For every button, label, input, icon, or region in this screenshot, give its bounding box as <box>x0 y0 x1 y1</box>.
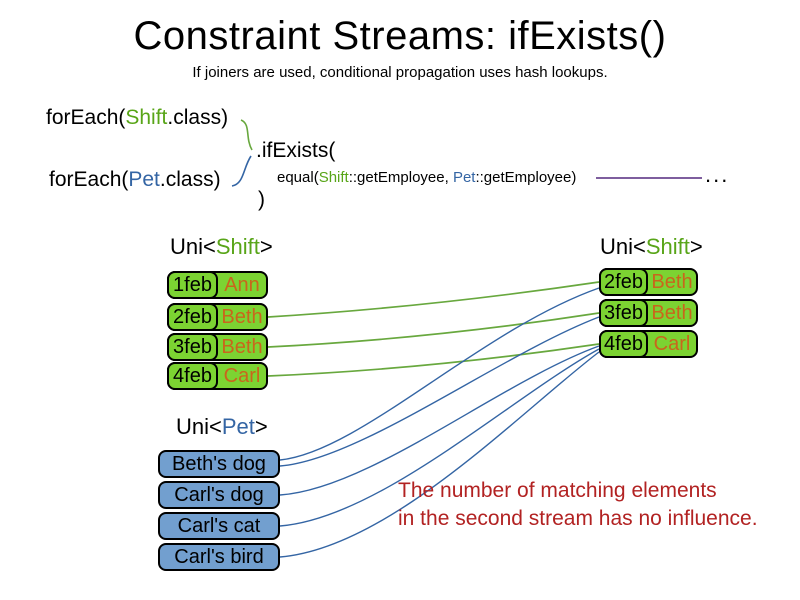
annotation-note: The number of matching elements in the s… <box>398 477 758 533</box>
match-line-4feb <box>267 343 600 377</box>
employee-name: Beth <box>221 335 263 358</box>
header-text: > <box>259 234 273 259</box>
shift-date: 2feb <box>167 303 218 331</box>
shift-type-token: Shift <box>645 234 690 259</box>
code-text: forEach( <box>49 168 129 191</box>
shift-date: 3feb <box>599 299 648 327</box>
employee-name: Beth <box>651 301 693 324</box>
brace-green-curve <box>240 119 253 151</box>
shift-row-2feb-beth: Beth 2feb <box>167 303 268 331</box>
pet-class-token: Pet <box>128 168 160 191</box>
code-text: ::getEmployee) <box>475 169 577 186</box>
shift-date: 4feb <box>167 362 218 390</box>
employee-name: Carl <box>223 364 261 387</box>
header-text: > <box>254 414 268 439</box>
note-line-2: in the second stream has no influence. <box>398 507 758 530</box>
page-subtitle: If joiners are used, conditional propaga… <box>192 64 608 81</box>
code-text: .class) <box>159 168 221 191</box>
pet-row-carls-dog: Carl's dog <box>158 481 280 509</box>
shift-class-token: Shift <box>125 106 168 129</box>
pet-line-bethsdog-3feb <box>279 316 600 467</box>
brace-blue-curve <box>231 155 252 187</box>
pet-line-carlsdog-4feb <box>279 345 600 496</box>
shift-row-3feb-beth: Beth 3feb <box>167 333 268 361</box>
code-text: forEach( <box>46 106 126 129</box>
match-line-2feb <box>267 281 600 318</box>
code-foreach-pet: forEach(Pet.class) <box>49 168 221 192</box>
pet-table-header: Uni<Pet> <box>176 414 268 440</box>
page-title: Constraint Streams: ifExists() <box>133 14 667 58</box>
shift-class-token: Shift <box>318 169 349 186</box>
employee-name: Ann <box>224 273 260 296</box>
code-equal-joiner: equal(Shift::getEmployee, Pet::getEmploy… <box>277 169 576 186</box>
pet-row-carls-bird: Carl's bird <box>158 543 280 571</box>
shift-date: 4feb <box>599 330 648 358</box>
shift-type-token: Shift <box>215 234 260 259</box>
shift-row-4feb-carl: Carl 4feb <box>167 362 268 390</box>
code-ifexists: .ifExists( <box>256 139 336 162</box>
shift-row-3feb-beth: Beth 3feb <box>599 299 698 327</box>
code-foreach-shift: forEach(Shift.class) <box>46 106 228 130</box>
header-text: Uni< <box>170 234 216 259</box>
code-text: .class) <box>167 106 229 129</box>
header-text: > <box>689 234 703 259</box>
pet-row-carls-cat: Carl's cat <box>158 512 280 540</box>
code-text: ::getEmployee, <box>348 169 453 186</box>
employee-name: Beth <box>651 270 693 293</box>
pet-type-token: Pet <box>221 414 255 439</box>
employee-name: Beth <box>221 305 263 328</box>
shift-row-1feb-ann: Ann 1feb <box>167 271 268 299</box>
header-text: Uni< <box>176 414 222 439</box>
shift-date: 3feb <box>167 333 218 361</box>
note-line-1: The number of matching elements <box>398 479 717 502</box>
employee-name: Carl <box>653 332 691 355</box>
shift-date: 2feb <box>599 268 648 296</box>
pet-line-bethsdog-2feb <box>279 287 600 461</box>
code-text: equal( <box>277 169 319 186</box>
right-shift-table-header: Uni<Shift> <box>600 234 703 260</box>
pet-class-token: Pet <box>452 169 476 186</box>
shift-date: 1feb <box>167 271 218 299</box>
pet-row-beths-dog: Beth's dog <box>158 450 280 478</box>
left-shift-table-header: Uni<Shift> <box>170 234 273 260</box>
shift-row-2feb-beth: Beth 2feb <box>599 268 698 296</box>
match-line-3feb <box>267 312 600 348</box>
ellipsis-text: ... <box>705 162 730 187</box>
shift-row-4feb-carl: Carl 4feb <box>599 330 698 358</box>
code-close-paren: ) <box>258 188 265 211</box>
header-text: Uni< <box>600 234 646 259</box>
